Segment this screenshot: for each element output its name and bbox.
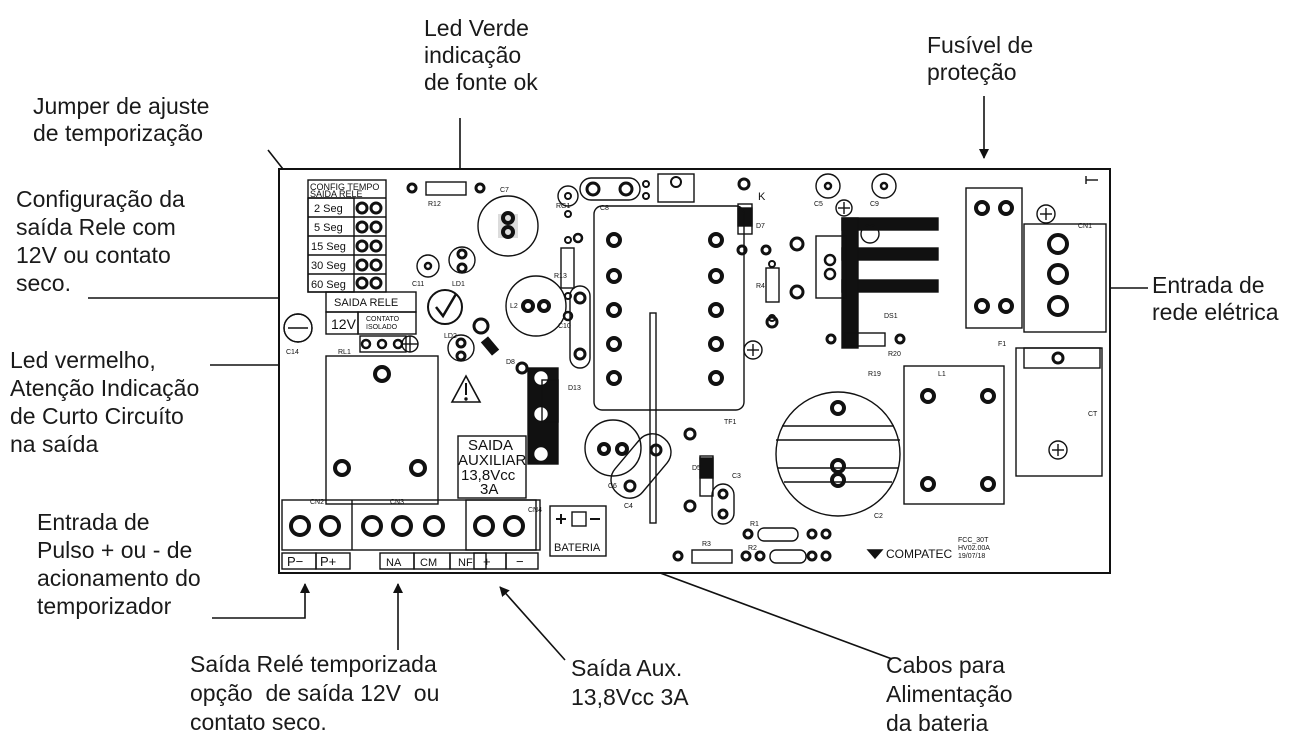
ref-c10: C10 [558, 323, 571, 330]
config-header-2: SAIDA RELE [310, 189, 363, 199]
ref-ld1: LD1 [452, 281, 465, 288]
tempo-60-seg: 60 Seg [311, 279, 346, 291]
label-config-saida-rele: Configuração da saída Rele com 12V ou co… [16, 186, 185, 296]
ref-cn3: CN3 [390, 499, 404, 506]
terminal-p-plus: P+ [320, 554, 336, 569]
label-entrada-pulso: Entrada de Pulso + ou - de acionamento d… [37, 509, 201, 619]
config-header-1: CONFIG TEMPO [310, 182, 379, 192]
transformer-tf1 [592, 204, 745, 411]
label-jumper-ajuste: Jumper de ajuste de temporização [33, 93, 210, 146]
arrow-saida-aux [499, 586, 566, 661]
ref-c7: C7 [500, 187, 509, 194]
ref-d7: D7 [756, 223, 765, 230]
ref-k: K [758, 191, 766, 203]
ref-tf1: TF1 [724, 419, 737, 426]
ref-d5: D5 [692, 465, 701, 472]
ref-c6: C6 [608, 483, 617, 490]
ref-r20: R20 [888, 351, 901, 358]
label-saida-rele-temporizada: Saída Relé temporizada opção de saída 12… [190, 651, 440, 735]
terminal-nf: NF [458, 557, 473, 569]
ref-f1: F1 [998, 341, 1006, 348]
bateria-label: BATERIA [554, 542, 601, 554]
contato-label: CONTATO [366, 316, 400, 323]
ref-ct: CT [1088, 411, 1098, 418]
ref-rg1: RG1 [556, 203, 571, 210]
saida-aux-line2: AUXILIAR [458, 452, 527, 469]
saida-aux-line4: 3A [480, 481, 498, 498]
ref-r1: R1 [750, 521, 759, 528]
ref-r12: R12 [428, 201, 441, 208]
ref-d13: D13 [568, 385, 581, 392]
heatsink-ds1[interactable] [814, 216, 939, 349]
terminal-minus: − [516, 554, 524, 569]
ref-c11: C11 [412, 281, 424, 288]
terminal-cm: CM [420, 557, 437, 569]
ref-l1: L1 [938, 371, 946, 378]
ref-c5: C5 [814, 201, 823, 208]
terminal-block-cn4[interactable] [464, 498, 541, 570]
ref-r19: R19 [868, 371, 881, 378]
brand-compatec: COMPATEC [886, 547, 953, 561]
label-entrada-rede: Entrada de rede elétrica [1152, 272, 1279, 325]
ref-r3: R3 [702, 541, 711, 548]
entrada-rede-cn1[interactable] [1022, 222, 1107, 333]
ref-r13: R13 [554, 273, 567, 280]
ref-c14: C14 [286, 349, 299, 356]
terminal-block-cn2-cn3[interactable] [280, 498, 537, 570]
board-date: 19/07/18 [958, 553, 985, 560]
label-fusivel: Fusível de proteção [927, 32, 1034, 85]
label-led-vermelho: Led vermelho, Atenção Indicação de Curto… [10, 347, 200, 457]
ref-r4: R4 [756, 283, 765, 290]
ref-c2: C2 [874, 513, 883, 520]
model-code: FCC_30T [958, 537, 989, 544]
saida-rele-label: SAIDA RELE [334, 297, 398, 309]
ref-cn2: CN2 [310, 499, 324, 506]
terminal-p-minus: P− [287, 554, 303, 569]
ref-l2: L2 [510, 303, 518, 310]
tempo-5-seg: 5 Seg [314, 222, 343, 234]
tempo-30-seg: 30 Seg [311, 260, 346, 272]
relay-rl1 [324, 354, 439, 505]
ref-d8: D8 [506, 359, 515, 366]
ref-c9: C9 [870, 201, 879, 208]
pcb-board: CONFIG TEMPO SAIDA RELE 2 Seg 5 Seg 15 S… [278, 168, 1111, 574]
ref-cn4: CN4 [528, 507, 542, 514]
saida-aux-line1: SAIDA [468, 437, 513, 454]
bateria-connector [548, 504, 607, 557]
fusivel-f1[interactable] [964, 186, 1023, 329]
ref-ds1: DS1 [884, 313, 898, 320]
saida-aux-line3: 13,8Vcc [461, 467, 516, 484]
led-vermelho-ld2 [446, 333, 475, 362]
ref-c4: C4 [624, 503, 633, 510]
terminal-plus: + [483, 554, 491, 569]
ref-r2: R2 [748, 545, 757, 552]
saida-auxiliar-box: SAIDA AUXILIAR 13,8Vcc 3A [456, 434, 527, 499]
label-saida-aux: Saída Aux. 13,8Vcc 3A [571, 655, 689, 710]
terminal-na: NA [386, 557, 402, 569]
isolado-label: ISOLADO [366, 324, 398, 331]
label-cabos-bateria: Cabos para Alimentação da bateria [886, 652, 1013, 736]
ref-cn1: CN1 [1078, 223, 1092, 230]
hw-version: HV02.00A [958, 545, 990, 552]
arrow-entrada-pulso [212, 583, 310, 619]
ref-ld2: LD2 [444, 333, 457, 340]
label-led-verde: Led Verde indicação de fonte ok [424, 15, 538, 95]
v12-label: 12V [331, 316, 357, 332]
ref-c3: C3 [732, 473, 741, 480]
arrow-cabos-bateria [627, 559, 893, 660]
ref-rl1: RL1 [338, 349, 351, 356]
tempo-2-seg: 2 Seg [314, 203, 343, 215]
led-verde-ld1 [447, 245, 476, 274]
ref-c8: C8 [600, 205, 609, 212]
regulador-saida-auxiliar [515, 361, 559, 465]
tempo-15-seg: 15 Seg [311, 241, 346, 253]
